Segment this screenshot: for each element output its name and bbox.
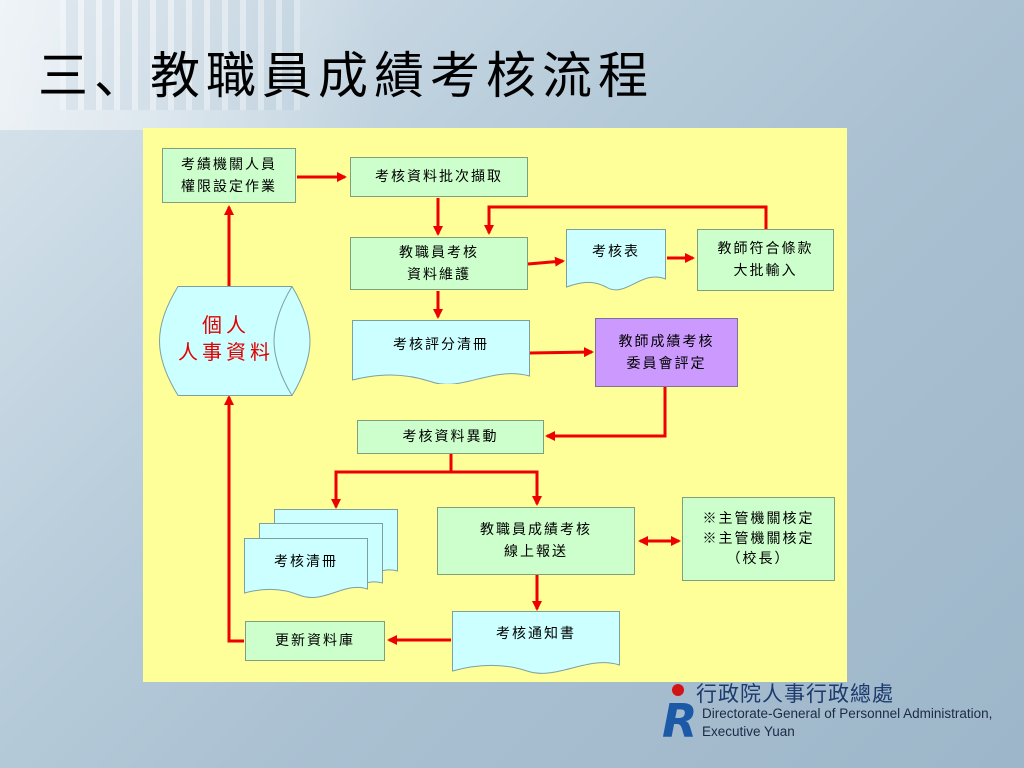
node-roster-label: 考核清冊 xyxy=(274,554,338,570)
node-authority: ※主管機關核定 ※主管機關核定 （校長） xyxy=(682,497,835,581)
arrow-maintain-to-form xyxy=(527,256,565,267)
background-decoration xyxy=(0,0,380,130)
node-permission-setup: 考績機關人員 權限設定作業 xyxy=(162,148,296,203)
node-data-change: 考核資料異動 xyxy=(357,420,544,454)
background-stripes xyxy=(60,0,300,110)
node-personal-data-label: 個人 人事資料 xyxy=(178,313,274,364)
arrow-input-loop-to-maintain xyxy=(484,205,768,235)
node-personal-data-storage: 個人 人事資料 xyxy=(158,286,312,396)
arrow-list-to-committee xyxy=(529,347,594,358)
branch-change-to-report xyxy=(451,470,542,506)
logo-dot xyxy=(672,684,684,696)
branch-change-split xyxy=(331,454,453,509)
node-batch-fetch: 考核資料批次擷取 xyxy=(350,157,528,197)
node-teacher-input: 教師符合條款 大批輸入 xyxy=(697,229,834,291)
logo-name-en-line2: Executive Yuan xyxy=(702,724,795,739)
node-notice-document: 考核通知書 xyxy=(452,611,620,675)
node-roster-documents: 考核清冊 xyxy=(244,509,400,601)
node-online-report: 教職員成績考核 線上報送 xyxy=(437,507,635,575)
node-score-list-label: 考核評分清冊 xyxy=(393,337,489,353)
arrow-update-to-drum xyxy=(224,395,244,643)
node-update-db: 更新資料庫 xyxy=(245,621,385,661)
node-notice-label: 考核通知書 xyxy=(496,626,576,642)
node-committee: 教師成績考核 委員會評定 xyxy=(595,318,738,387)
page-title: 三、教職員成績考核流程 xyxy=(38,47,654,105)
arrow-committee-to-change xyxy=(545,387,667,441)
logo-icon: R xyxy=(662,694,698,748)
node-data-maintain: 教職員考核 資料維護 xyxy=(350,237,528,290)
node-form-label: 考核表 xyxy=(592,244,640,260)
node-form-document: 考核表 xyxy=(566,229,666,293)
logo-name-cn: 行政院人事行政總處 xyxy=(696,682,894,706)
logo-name-en-line1: Directorate-General of Personnel Adminis… xyxy=(702,706,993,721)
node-score-list-document: 考核評分清冊 xyxy=(352,320,530,384)
